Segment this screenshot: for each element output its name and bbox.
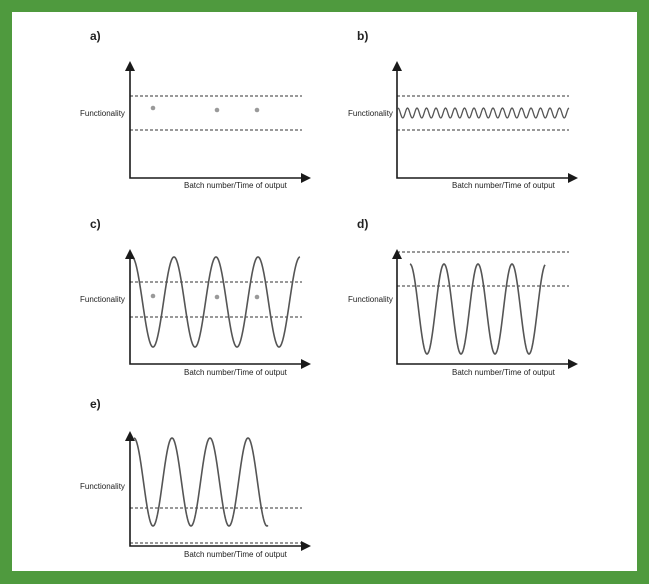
panel-b-y-arrow [392,61,402,71]
panel-c-x-arrow [301,359,311,369]
panel-e-label: e) [90,397,101,411]
panel-e: e) Functionality Batch number/Time of ou… [80,397,311,559]
panel-d: d) Functionality Batch number/Time of ou… [348,217,578,377]
panel-c-label: c) [90,217,101,231]
panel-c-curve [131,256,301,348]
panel-c-ylabel: Functionality [80,295,125,304]
panel-c: c) Functionality Batch number/Time of ou… [80,217,311,377]
panel-e-ylabel: Functionality [80,482,125,491]
panel-c-point [150,293,156,299]
panel-c-axes [129,255,305,365]
panel-a-ylabel: Functionality [80,109,125,118]
panel-a-point [214,107,220,113]
panel-e-y-arrow [125,431,135,441]
panel-a-axes [129,67,305,179]
panel-a-x-arrow [301,173,311,183]
panel-e-axes [129,437,305,547]
panel-d-curve [409,263,546,355]
panel-a-y-arrow [125,61,135,71]
panel-b-xlabel: Batch number/Time of output [452,181,556,190]
panel-b-axes [396,67,572,179]
figure-frame: a) Functionality Batch number/Time of ou… [12,12,637,571]
panel-d-x-arrow [568,359,578,369]
panel-b-x-arrow [568,173,578,183]
panel-b-curve [397,107,570,119]
panel-d-ylabel: Functionality [348,295,393,304]
panel-d-label: d) [357,217,368,231]
panel-e-curve [133,437,269,527]
figure-canvas: a) Functionality Batch number/Time of ou… [80,29,578,559]
panel-a-label: a) [90,29,101,43]
panel-b-label: b) [357,29,368,43]
panel-d-axes [396,255,572,365]
panel-b-ylabel: Functionality [348,109,393,118]
panel-a-point [254,107,260,113]
panel-b: b) Functionality Batch number/Time of ou… [348,29,578,190]
panel-d-xlabel: Batch number/Time of output [452,368,556,377]
panel-a-point [150,105,156,111]
panel-e-xlabel: Batch number/Time of output [184,550,288,559]
panel-a: a) Functionality Batch number/Time of ou… [80,29,311,190]
panel-c-y-arrow [125,249,135,259]
panel-e-x-arrow [301,541,311,551]
panel-d-y-arrow [392,249,402,259]
panel-c-xlabel: Batch number/Time of output [184,368,288,377]
panel-a-xlabel: Batch number/Time of output [184,181,288,190]
panel-c-point [254,294,260,300]
panel-c-point [214,294,220,300]
